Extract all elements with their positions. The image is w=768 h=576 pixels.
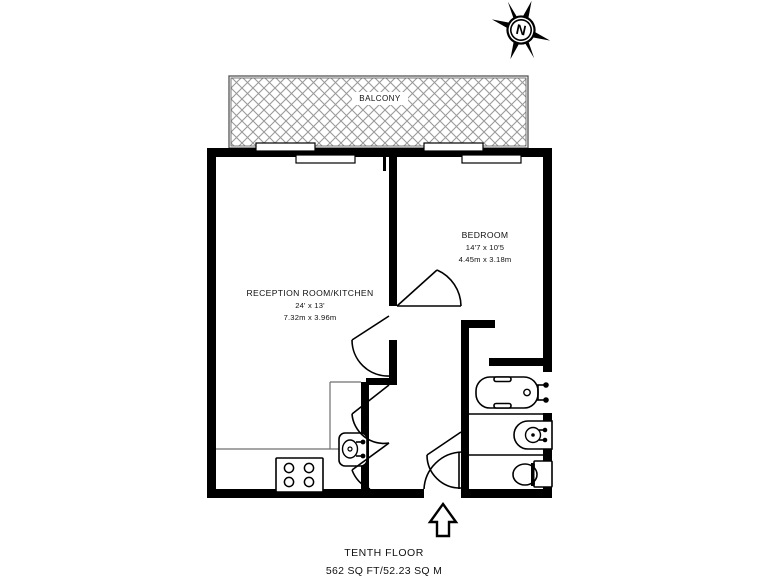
bedroom-dim-metric: 4.45m x 3.18m <box>459 255 512 264</box>
plan-caption: TENTH FLOOR 562 SQ FT/52.23 SQ M <box>326 547 442 576</box>
door-swings <box>351 269 463 490</box>
reception-title: RECEPTION ROOM/KITCHEN <box>246 288 373 298</box>
balcony-label: BALCONY <box>359 94 401 103</box>
compass-rose-icon: N <box>491 0 551 60</box>
bedroom-dim-imperial: 14'7 x 10'5 <box>466 243 504 252</box>
label-bedroom: BEDROOM 14'7 x 10'5 4.45m x 3.18m <box>459 230 512 264</box>
fixture-hob <box>275 457 324 493</box>
caption-area: 562 SQ FT/52.23 SQ M <box>326 565 442 576</box>
fixture-wash-basin <box>513 420 553 450</box>
caption-floor: TENTH FLOOR <box>344 547 424 559</box>
outer-walls <box>207 148 552 498</box>
fixture-toilet <box>512 460 553 488</box>
bedroom-title: BEDROOM <box>462 230 509 240</box>
bathroom-partitions <box>469 413 552 456</box>
label-reception-kitchen: RECEPTION ROOM/KITCHEN 24' x 13' 7.32m x… <box>246 288 373 322</box>
sliding-patio-doors <box>255 142 522 171</box>
reception-dim-metric: 7.32m x 3.96m <box>284 313 337 322</box>
entrance-arrow-icon <box>427 501 459 538</box>
reception-dim-imperial: 24' x 13' <box>295 301 325 310</box>
compass-north-label: N <box>514 21 527 39</box>
room-balcony: BALCONY <box>228 75 529 149</box>
fixture-bathtub <box>469 372 552 413</box>
fixture-kitchen-sink <box>338 432 368 467</box>
kitchen-counter <box>216 381 361 450</box>
